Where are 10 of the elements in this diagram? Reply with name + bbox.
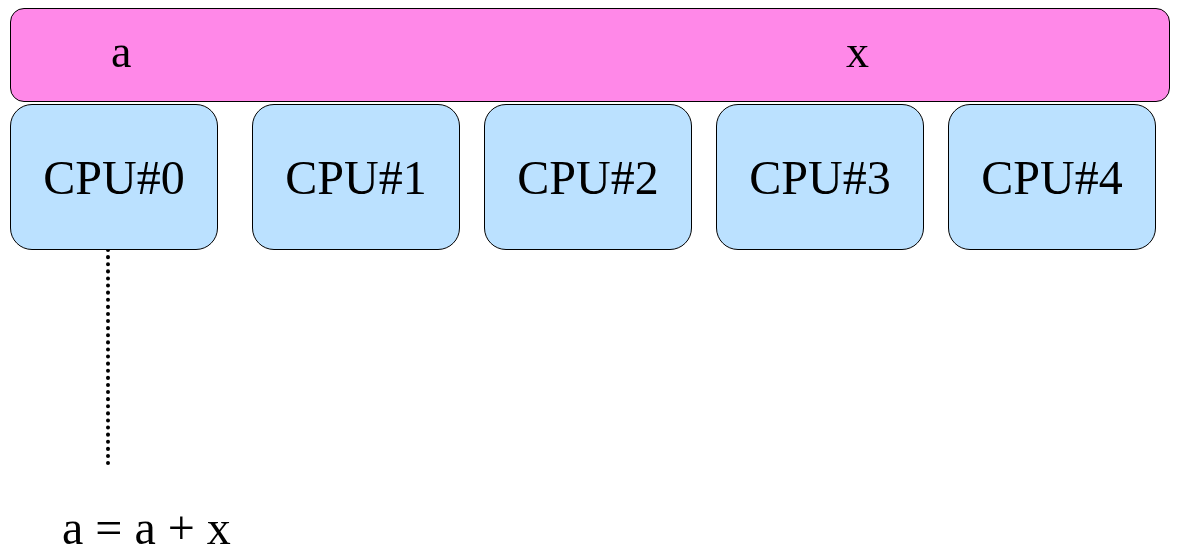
cpu-box: CPU#1 [252,104,460,250]
cpu-box: CPU#2 [484,104,692,250]
variable-label: a [111,25,132,78]
cpu-box: CPU#0 [10,104,218,250]
memory-band [10,8,1170,102]
cpu-box: CPU#4 [948,104,1156,250]
cpu-box: CPU#3 [716,104,924,250]
expression-text: a = a + x [62,500,322,550]
variable-label: x [846,25,869,78]
dotted-line [106,248,110,468]
